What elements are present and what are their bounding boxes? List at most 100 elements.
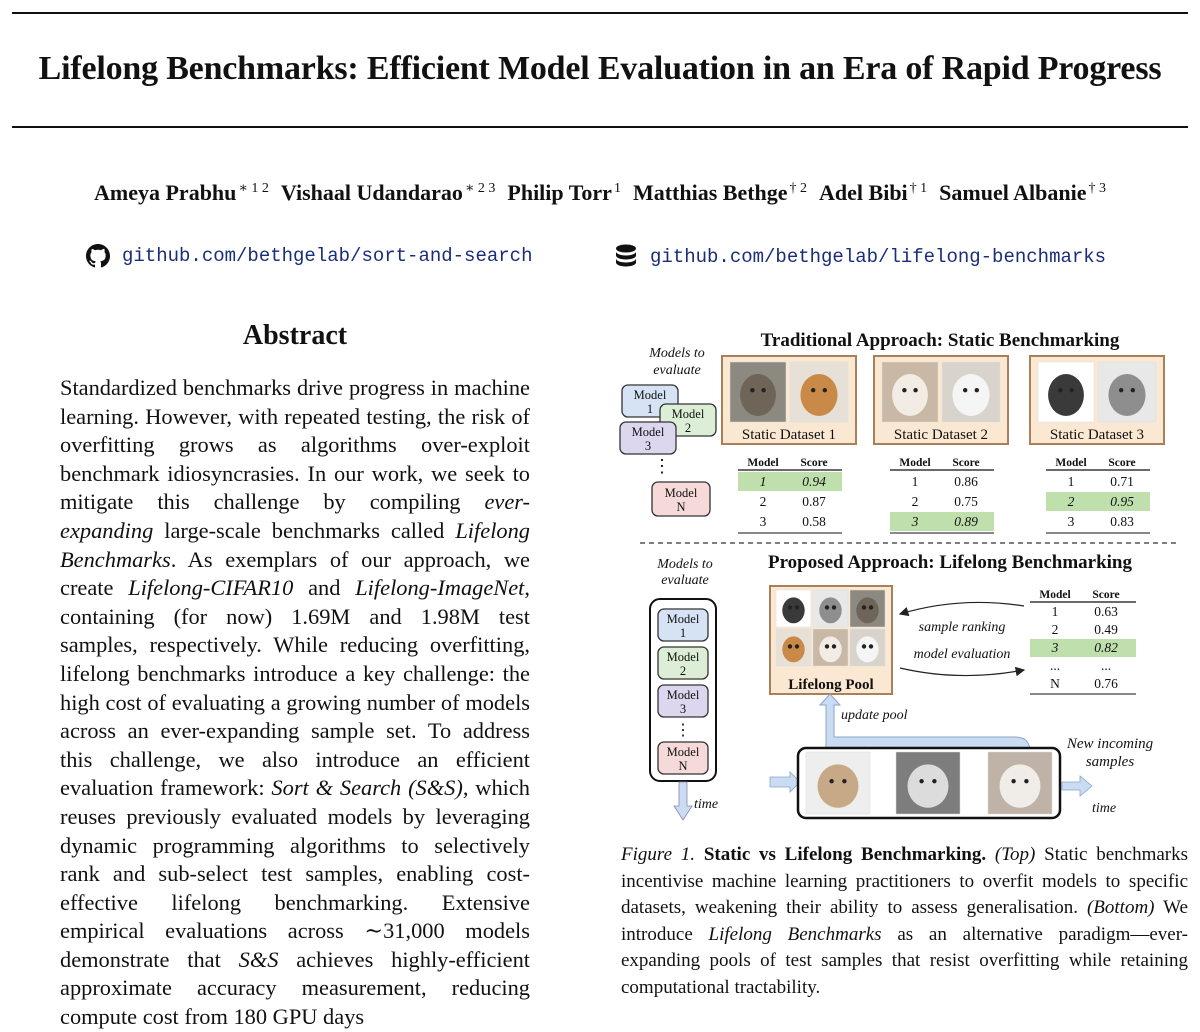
incoming-image-eye (919, 778, 924, 784)
caption-text: (Top) (994, 844, 1036, 865)
incoming-image-subject (999, 764, 1041, 808)
sort-and-search-link-text: github.com/bethgelab/sort-and-search (122, 245, 533, 267)
table-cell: 1 (912, 474, 919, 489)
pool-table-header: Score (1092, 589, 1119, 601)
table-header: Score (800, 457, 827, 469)
abstract-text: , containing (for now) 1.69M and 1.98M t… (60, 575, 530, 801)
incoming-time-label: time (1092, 801, 1116, 816)
sample-ranking-arrow (898, 601, 1025, 617)
pool-image-eye (787, 605, 793, 610)
author-affiliation: † 3 (1088, 181, 1106, 196)
github-icon (86, 244, 110, 268)
table-cell: 3 (760, 514, 767, 529)
dataset-3-image-a-eye (1069, 388, 1074, 393)
incoming-arrow-right (1061, 775, 1093, 797)
top-model-2-number: 2 (685, 421, 691, 435)
bottom-model-2-number: 2 (680, 664, 686, 678)
caption-text (986, 844, 995, 865)
author-name: Samuel Albanie (939, 180, 1087, 205)
pool-image-eye (861, 644, 867, 649)
table-cell: 0.94 (802, 474, 826, 489)
figure-caption: Figure 1. Static vs Lifelong Benchmarkin… (621, 842, 1188, 1001)
repo-links: github.com/bethgelab/sort-and-search git… (0, 244, 1200, 274)
top-model-1-number: 1 (647, 402, 653, 416)
abstract-text: Sort & Search (S&S) (271, 775, 463, 801)
author-3: Matthias Bethge† 2 (633, 180, 807, 205)
pool-image-eye (868, 605, 874, 610)
incoming-arrow-left (769, 771, 801, 793)
top-rule (12, 12, 1188, 14)
pool-table-cell: 1 (1052, 604, 1059, 619)
top-models-label: Models to (648, 346, 705, 361)
dataset-3-image-b-eye (1130, 388, 1135, 393)
pool-table-cell: 2 (1052, 622, 1059, 637)
abstract-text: and (293, 575, 356, 601)
incoming-image-eye (1011, 778, 1016, 784)
abstract-text: Lifelong-CIFAR10 (128, 575, 294, 601)
dataset-2-label: Static Dataset 2 (894, 427, 988, 443)
table-header: Model (899, 457, 930, 469)
dataset-2-image-a-eye (902, 388, 907, 393)
table-cell: 0.83 (1110, 514, 1134, 529)
pool-image-eye (794, 644, 800, 649)
bottom-model-1-label: Model (667, 612, 700, 626)
dataset-2-image-a-subject (892, 374, 928, 416)
pool-table-cell: N (1050, 676, 1060, 691)
author-5: Samuel Albanie† 3 (939, 180, 1106, 205)
dataset-1-image-a-eye (750, 388, 755, 393)
top-model-n-box (651, 481, 711, 517)
caption-text: We introduce (621, 897, 1188, 945)
author-affiliation: † 2 (789, 181, 808, 196)
bottom-model-3-number: 3 (680, 702, 686, 716)
table-cell: 1 (1068, 474, 1075, 489)
pool-table-cell: 0.63 (1094, 604, 1118, 619)
incoming-label: New incoming (1066, 736, 1154, 752)
pool-image-subject (819, 597, 842, 624)
author-name: Ameya Prabhu (94, 180, 237, 205)
sample-ranking-label: sample ranking (919, 620, 1006, 635)
dataset-1-image-a-eye (761, 388, 766, 393)
abstract-text: . As exemplars of our approach, we creat… (60, 546, 530, 601)
table-cell: 0.86 (954, 474, 978, 489)
table-header: Score (1108, 457, 1135, 469)
table-cell: 0.89 (954, 514, 978, 529)
bottom-vdots: ⋮ (675, 722, 691, 739)
incoming-image-eye (829, 778, 834, 784)
bottom-model-n-number: N (678, 759, 687, 773)
pool-image-eye (824, 644, 830, 649)
incoming-label: samples (1086, 754, 1134, 770)
table-header: Score (952, 457, 979, 469)
dataset-2-image-b-subject (952, 374, 990, 416)
table-header: Model (747, 457, 778, 469)
table-cell: 3 (1068, 514, 1075, 529)
abstract-heading: Abstract (242, 320, 348, 351)
pool-table-cell: 0.76 (1094, 676, 1118, 691)
pool-image-eye (824, 605, 830, 610)
top-models-label: evaluate (653, 363, 700, 378)
caption-text: Figure 1. (621, 844, 704, 865)
title-rule (12, 126, 1188, 128)
sort-and-search-link[interactable]: github.com/bethgelab/sort-and-search (86, 244, 532, 268)
bottom-model-1-box (657, 608, 709, 642)
pool-image-subject (856, 597, 879, 624)
table-cell: 2 (760, 494, 767, 509)
pool-table-header: Model (1039, 589, 1070, 601)
bottom-model-3-box (657, 684, 709, 718)
author-name: Adel Bibi (819, 180, 908, 205)
pool-image-eye (794, 605, 800, 610)
abstract-text: achieves highly-efficient approximate ac… (60, 946, 530, 1030)
bottom-model-n-box (657, 741, 709, 775)
pool-image-eye (831, 644, 837, 649)
pool-image-eye (861, 605, 867, 610)
table-cell: 0.58 (802, 514, 826, 529)
update-pool-label: update pool (841, 708, 908, 723)
paper-title: Lifelong Benchmarks: Efficient Model Eva… (38, 50, 1162, 87)
caption-text: Static vs Lifelong Benchmarking. (703, 844, 987, 865)
dataset-1-image-b-eye (822, 388, 827, 393)
bottom-model-3-label: Model (667, 688, 700, 702)
author-name: Vishaal Udandarao (280, 180, 463, 205)
lifelong-benchmarks-link[interactable]: github.com/bethgelab/lifelong-benchmarks (614, 244, 1106, 270)
top-model-2-label: Model (672, 407, 705, 421)
